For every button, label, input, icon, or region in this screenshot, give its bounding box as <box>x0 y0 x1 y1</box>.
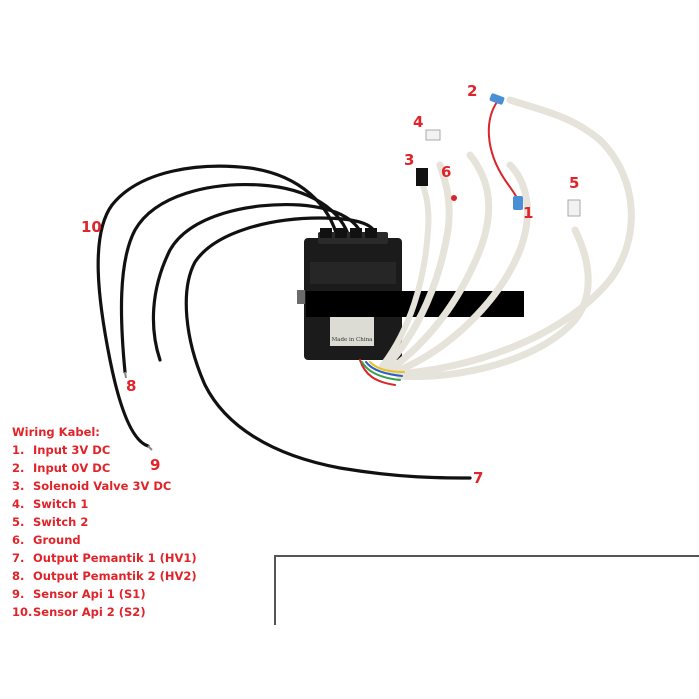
callout-8: 8 <box>126 377 136 395</box>
legend-item: 7.Output Pemantik 1 (HV1) <box>12 551 197 565</box>
sleeved-wires <box>359 96 635 386</box>
callout-2: 2 <box>467 82 477 100</box>
legend-item: 4.Switch 1 <box>12 497 89 511</box>
legend-item: 1.Input 3V DC <box>12 443 111 457</box>
wire-10 <box>96 164 340 448</box>
callout-6: 6 <box>441 163 451 181</box>
legend-item: 5.Switch 2 <box>12 515 89 529</box>
connectors <box>416 93 581 217</box>
legend-item: 2.Input 0V DC <box>12 461 111 475</box>
wire-8 <box>151 202 365 362</box>
legend-item: 10.Sensor Api 2 (S2) <box>12 605 146 619</box>
legend-title: Wiring Kabel: <box>12 425 100 439</box>
callout-7: 7 <box>473 469 483 487</box>
callout-4: 4 <box>413 113 423 131</box>
legend-item: 9.Sensor Api 1 (S1) <box>12 587 146 601</box>
black-wires <box>96 164 472 480</box>
wire-tips <box>124 371 153 451</box>
callout-5: 5 <box>569 174 579 192</box>
callout-10: 10 <box>81 218 102 236</box>
wire-9 <box>119 182 352 374</box>
callout-numbers: 1 2 3 4 5 6 7 8 9 10 <box>81 82 579 487</box>
callout-1: 1 <box>523 204 533 222</box>
empty-frame <box>274 555 699 625</box>
callout-3: 3 <box>404 151 414 169</box>
legend-item: 8.Output Pemantik 2 (HV2) <box>12 569 197 583</box>
legend-item: 6.Ground <box>12 533 81 547</box>
module-made-in-label: Made in China <box>332 337 374 343</box>
legend-item: 3.Solenoid Valve 3V DC <box>12 479 172 493</box>
callout-9: 9 <box>150 456 160 474</box>
wiring-legend: Wiring Kabel: 1.Input 3V DC 2.Input 0V D… <box>12 423 197 621</box>
wire-7 <box>184 216 472 480</box>
